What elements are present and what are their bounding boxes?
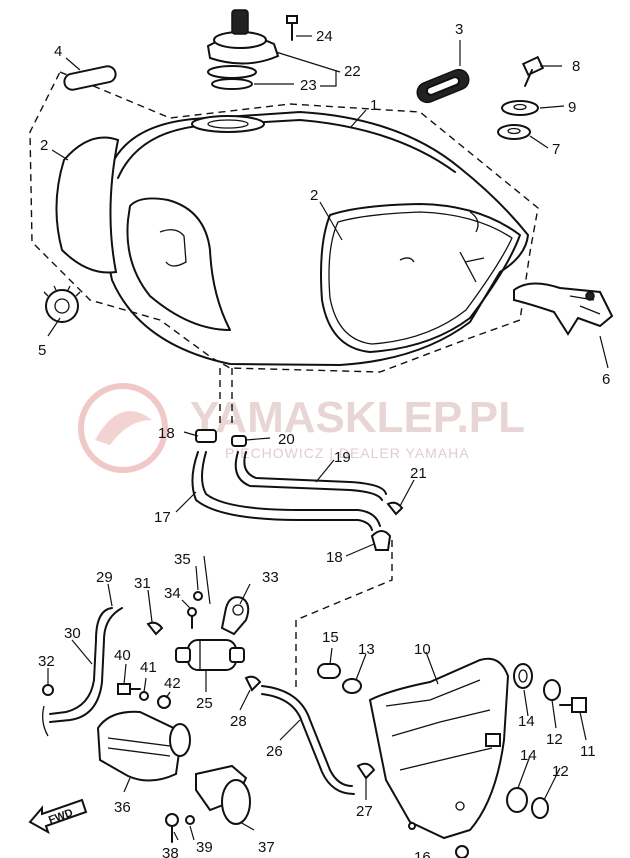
washer-39 (185, 815, 195, 825)
screw-38 (165, 813, 179, 843)
watermark-brand: YAMASKLEP.PL (190, 393, 525, 442)
bracket-37 (195, 764, 251, 825)
bolt-11 (559, 697, 587, 713)
clip-32 (42, 684, 54, 696)
emblem-4 (63, 65, 117, 91)
label-42: 42 (164, 675, 181, 692)
label-28: 28 (230, 713, 247, 730)
hose-17 (191, 451, 381, 531)
label-11: 11 (580, 743, 596, 760)
label-15: 15 (322, 629, 339, 646)
label-14a: 14 (518, 713, 535, 730)
label-6: 6 (602, 371, 610, 388)
hose-routing-dashed (219, 368, 393, 690)
label-25: 25 (196, 695, 213, 712)
label-18b: 18 (326, 549, 343, 566)
label-19: 19 (334, 449, 351, 466)
clamps-18-20-21 (195, 429, 404, 551)
label-3: 3 (455, 21, 463, 38)
nut-42 (157, 695, 171, 709)
washer-12-lower (531, 797, 549, 819)
screw-24 (286, 15, 298, 41)
bolt-40 (117, 683, 141, 695)
label-27: 27 (356, 803, 373, 820)
rubber-damper (43, 285, 81, 323)
label-17: 17 (154, 509, 171, 526)
collar-15 (317, 663, 341, 679)
label-13: 13 (358, 641, 375, 658)
label-34: 34 (164, 585, 181, 602)
tank-bracket-6 (513, 282, 614, 336)
label-2b: 2 (310, 187, 318, 204)
label-26: 26 (266, 743, 283, 760)
canister-36 (96, 710, 191, 782)
label-9: 9 (568, 99, 576, 116)
tank-assembly-outline (29, 71, 539, 373)
label-31: 31 (134, 575, 151, 592)
damper-7 (497, 124, 531, 140)
label-20: 20 (278, 431, 295, 448)
fuel-cap (206, 9, 280, 90)
part-number-labels: 1 2 2 3 4 5 6 7 8 9 10 11 12 12 13 14 14… (38, 21, 610, 858)
hose-19 (234, 451, 387, 501)
watermark-logo-icon (78, 383, 168, 473)
label-8: 8 (572, 58, 580, 75)
label-4: 4 (54, 43, 62, 60)
label-16: 16 (414, 849, 431, 858)
label-39: 39 (196, 839, 213, 856)
clamp-31 (146, 621, 164, 636)
label-37: 37 (258, 839, 275, 856)
label-2a: 2 (40, 137, 48, 154)
fuel-filter-25 (175, 639, 245, 671)
grommet-14-upper (513, 663, 533, 689)
label-30: 30 (64, 625, 81, 642)
hose-29-30 (42, 607, 123, 737)
bolt-16 (455, 845, 469, 858)
label-29: 29 (96, 569, 113, 586)
grommet-13 (342, 678, 362, 694)
emblem-3 (416, 68, 470, 104)
label-40: 40 (114, 647, 131, 664)
grommet-14-lower (506, 787, 528, 813)
bolt-34 (187, 607, 197, 629)
label-12a: 12 (546, 731, 563, 748)
label-7: 7 (552, 141, 560, 158)
fuel-tank (55, 111, 529, 366)
bolt-8 (521, 55, 545, 87)
label-23: 23 (300, 77, 317, 94)
washer-12-upper (543, 679, 561, 701)
label-21: 21 (410, 465, 427, 482)
watermark-tagline: PIECHOWICZ | DEALER YAMAHA (225, 445, 470, 461)
clamp-28 (244, 675, 262, 692)
label-5: 5 (38, 342, 46, 359)
label-38: 38 (162, 845, 179, 858)
washer-41 (139, 691, 149, 701)
label-10: 10 (414, 641, 431, 658)
label-1: 1 (370, 97, 378, 114)
watermark: YAMASKLEP.PL PIECHOWICZ | DEALER YAMAHA (78, 383, 525, 473)
label-22: 22 (344, 63, 361, 80)
collar-9 (501, 100, 539, 116)
label-33: 33 (262, 569, 279, 586)
label-41: 41 (140, 659, 157, 676)
label-14b: 14 (520, 747, 537, 764)
label-32: 32 (38, 653, 55, 670)
forward-arrow-icon: FWD (28, 798, 88, 835)
clamp-33 (220, 596, 250, 636)
label-36: 36 (114, 799, 131, 816)
label-35: 35 (174, 551, 191, 568)
watermark-logo-swoosh (95, 411, 152, 445)
label-18a: 18 (158, 425, 175, 442)
nut-35 (193, 591, 203, 601)
tray-10 (368, 657, 510, 840)
label-24: 24 (316, 28, 333, 45)
clamp-27 (356, 762, 376, 780)
leader-lines (47, 35, 609, 841)
hose-26 (261, 685, 355, 795)
label-12b: 12 (552, 763, 569, 780)
